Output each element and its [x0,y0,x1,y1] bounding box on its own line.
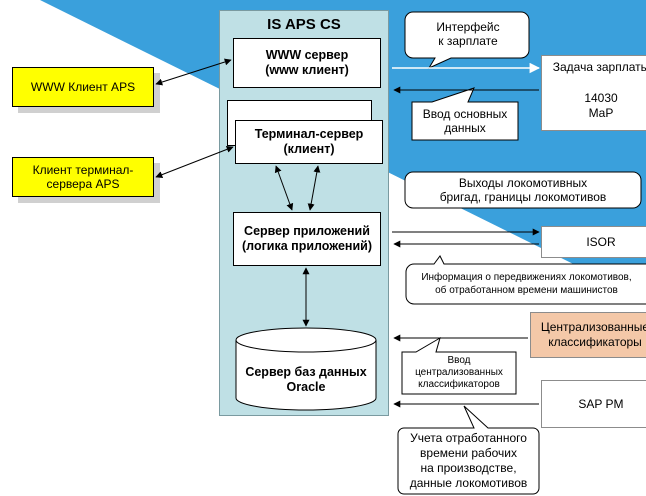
classifiers-input-line3: классификаторов [418,379,500,390]
payroll-interface-callout: Интерфейс к зарплате [410,14,526,54]
payroll-task-code: 14030 [584,91,618,105]
terminal-client-line2: сервера APS [46,177,120,191]
payroll-task-title: Задача зарплаты [552,60,646,74]
classifiers-input-line1: Ввод [447,355,471,366]
payroll-interface-line2: к зарплате [438,34,498,48]
work-time-callout: Учета отработанного времени рабочих на п… [398,430,539,492]
payroll-task-name: MaP [588,106,614,120]
payroll-interface-line1: Интерфейс [436,20,500,34]
classifiers-line1: Централизованные [540,320,646,334]
work-time-line1: Учета отработанного [410,431,527,445]
app-server-line2: (логика приложений) [242,239,372,253]
classifiers-box: Централизованные классификаторы [530,312,646,358]
classifiers-input-callout: Ввод централизованных классификаторов [402,353,516,393]
payroll-task-box: Задача зарплаты 14030 MaP [541,55,646,131]
isor-box: ISOR [541,226,646,258]
basic-data-line1: Ввод основных [422,107,508,121]
app-server-box: Сервер приложений (логика приложений) [233,212,381,266]
loco-crews-line2: бригад, границы локомотивов [439,190,607,204]
www-server-box: WWW сервер (www клиент) [233,38,381,88]
loco-crews-line1: Выходы локомотивных [458,176,588,190]
classifiers-input-line2: централизованных [415,367,503,378]
terminal-server-line2: (клиент) [283,142,335,156]
terminal-client-line1: Клиент терминал- [32,163,134,177]
db-server-line2: Oracle [286,380,326,394]
terminal-server-line1: Терминал-сервер [254,127,364,141]
app-server-line1: Сервер приложений [244,224,370,238]
terminal-server-box: Терминал-сервер (клиент) [235,120,383,164]
basic-data-line2: данных [444,121,486,135]
movement-info-callout: Информация о передвижениях локомотивов, … [407,265,646,303]
www-server-line2: (www клиент) [265,63,349,77]
system-title: IS APS CS [267,15,341,33]
work-time-line3: на производстве, [420,461,517,475]
movement-info-line1: Информация о передвижениях локомотивов, [421,272,632,283]
www-client-box: WWW Клиент APS [12,67,154,107]
sap-pm-box: SAP PM [541,380,646,428]
basic-data-callout: Ввод основных данных [412,104,518,138]
db-server-line1: Сервер баз данных [245,365,367,379]
loco-crews-callout: Выходы локомотивных бригад, границы локо… [406,173,640,207]
db-server-label: Сервер баз данных Oracle [236,360,376,400]
classifiers-line2: классификаторы [548,335,642,349]
movement-info-line2: об отработанном времени машинистов [435,285,618,296]
www-server-line1: WWW сервер [265,48,349,62]
work-time-line2: времени рабочих [420,446,517,460]
work-time-line4: данные локомотивов [409,476,528,490]
terminal-client-box: Клиент терминал- сервера APS [12,157,154,197]
